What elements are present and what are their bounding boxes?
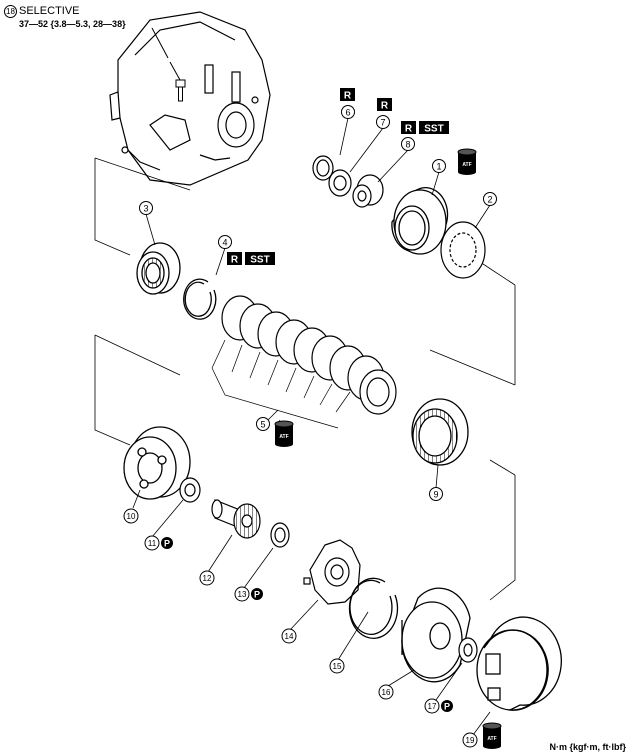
callout-17: 17 [424, 698, 440, 714]
part-11-washer [179, 477, 201, 503]
badge-r-6: R [340, 88, 355, 102]
callout-label: 2 [487, 195, 492, 205]
callout-4: 4 [218, 235, 232, 249]
callout-1: 1 [432, 159, 446, 173]
badges-p: P P P [161, 537, 453, 712]
callout-8: 8 [401, 137, 415, 151]
bolt-18 [151, 27, 186, 102]
callout-7: 7 [376, 115, 390, 129]
callout-6: 6 [341, 105, 355, 119]
header-title: SELECTIVE [19, 5, 80, 17]
callout-leaders [132, 117, 491, 736]
part-12-shaft [211, 499, 261, 539]
badge-label: P [164, 539, 170, 549]
part-5-clutch-pack [221, 295, 397, 415]
badge-r-8: R [401, 121, 416, 135]
badge-r-7: R [377, 98, 392, 112]
badge-label: R [344, 91, 352, 102]
callout-label: 19 [466, 736, 475, 745]
callout-14: 14 [281, 628, 297, 644]
callout-label: 5 [260, 420, 265, 430]
part-8-hub [352, 174, 384, 208]
callout-5: 5 [256, 417, 270, 431]
badge-sst-8: SST [419, 121, 449, 135]
callout-13: 13 [234, 586, 250, 602]
part-9-ring-gear [411, 398, 469, 466]
callout-label: 13 [238, 590, 247, 599]
callout-label: 1 [436, 162, 441, 172]
part-13-washer [270, 522, 290, 548]
badge-label: R [381, 101, 389, 112]
callout-label: 12 [203, 574, 212, 583]
transaxle-case [109, 11, 271, 186]
callout-label: 14 [285, 632, 294, 641]
case-leader-lines [94, 157, 516, 601]
badge-label: R [405, 124, 413, 135]
callout-label: 7 [380, 118, 385, 128]
callout-3: 3 [139, 201, 153, 215]
callout-10: 10 [123, 508, 139, 524]
part-1-drum [391, 187, 449, 255]
callout-label: 4 [222, 238, 227, 248]
badge-label: P [254, 590, 260, 600]
part-16-drum [401, 587, 471, 683]
atf-label: ATF [487, 736, 496, 742]
callout-2: 2 [483, 192, 497, 206]
callout-label: 15 [333, 662, 342, 671]
header-torque: 37—52 {3.8—5.3, 28—38} [19, 19, 126, 29]
callout-11: 11 [144, 535, 160, 551]
part-17-washer [458, 637, 478, 663]
units-label: N·m {kgf·m, ft·lbf} [549, 742, 627, 752]
part-6-ring [312, 155, 334, 181]
callout-12: 12 [199, 570, 215, 586]
part-15-snap-ring [348, 577, 399, 639]
badges-atf: ATF ATF ATF [274, 148, 502, 749]
badge-label: P [444, 702, 450, 712]
callout-label: 8 [405, 140, 410, 150]
badge-label: SST [424, 124, 443, 135]
callout-15: 15 [329, 658, 345, 674]
callout-16: 16 [378, 684, 394, 700]
part-14-plate [303, 539, 361, 605]
callout-19: 19 [462, 732, 478, 748]
atf-label: ATF [462, 162, 471, 168]
badge-label: R [231, 255, 239, 266]
callout-label: 9 [433, 490, 438, 500]
atf-bottle-1: ATF [457, 148, 477, 175]
badge-p-17: P [441, 700, 453, 712]
atf-bottle-19: ATF [482, 722, 502, 749]
callouts: 1 2 3 4 5 6 7 8 9 10 11 12 13 14 15 16 1… [123, 105, 497, 748]
atf-label: ATF [279, 434, 288, 440]
callout-label: 6 [345, 108, 350, 118]
callout-label: 11 [148, 539, 157, 548]
atf-bottle-5: ATF [274, 420, 294, 447]
callout-label: 10 [127, 512, 136, 521]
badge-p-11: P [161, 537, 173, 549]
callout-label: 16 [382, 688, 391, 697]
badge-label: SST [250, 255, 269, 266]
part-3-bearing [136, 242, 181, 295]
badge-sst-4: SST [245, 252, 275, 266]
callout-label: 3 [143, 204, 148, 214]
part-10-carrier [123, 426, 191, 500]
callout-9: 9 [429, 487, 443, 501]
part-7-bearing [328, 169, 352, 197]
header-item-number: 18 [4, 5, 17, 18]
callout-label: 17 [428, 702, 437, 711]
badges-r-sst: R R R SST R SST [227, 88, 449, 266]
clutch-pack-leaders [211, 339, 351, 429]
badge-r-4: R [227, 252, 242, 266]
part-19-band [476, 616, 562, 711]
part-4-snap-ring [183, 278, 217, 320]
badge-p-13: P [251, 588, 263, 600]
part-2-plate [440, 221, 486, 279]
